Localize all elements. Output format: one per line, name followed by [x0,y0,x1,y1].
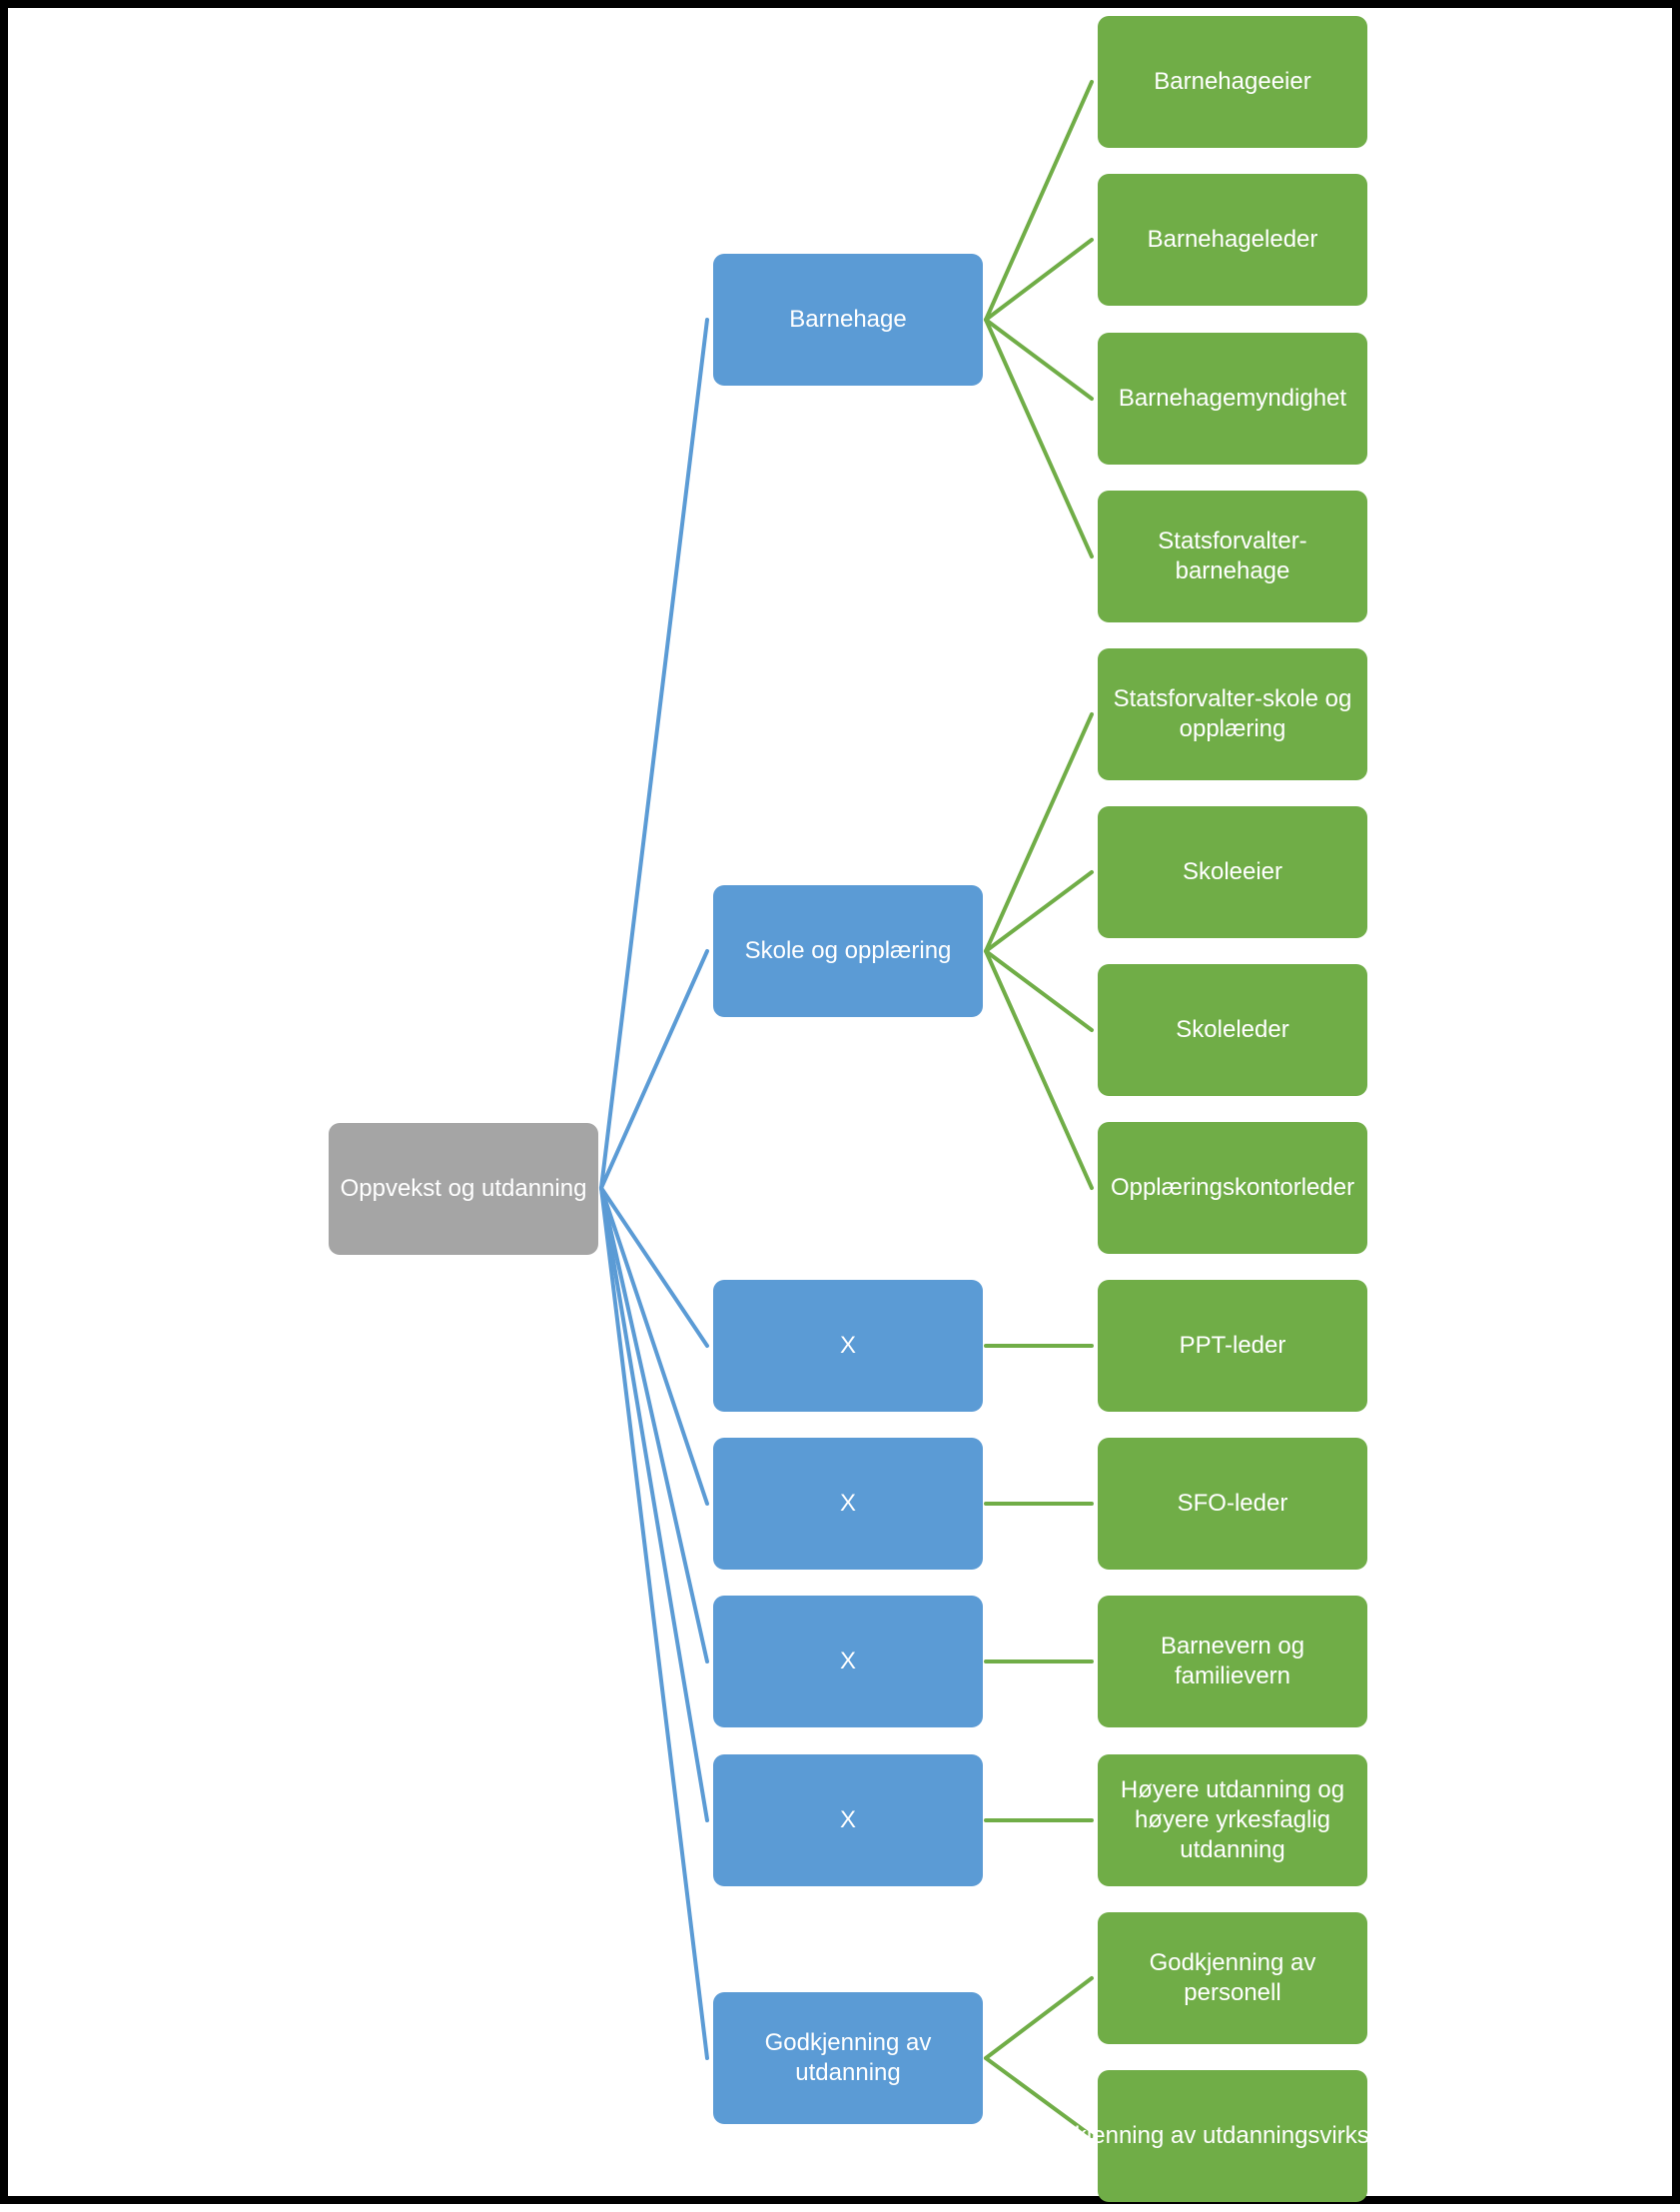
leaf-node: Statsforvalter- barnehage [1098,491,1367,622]
leaf-connector [984,1976,1094,2060]
leaf-node: PPT-leder [1098,1280,1367,1412]
leaf-node: Godkjenning av personell [1098,1912,1367,2044]
leaf-label: Godkjenning av personell [1149,1949,1316,2006]
leaf-connector [984,318,1094,401]
leaf-node: Barnehageeier [1098,16,1367,148]
leaf-connector [984,949,1094,1032]
branch-node-skole: Skole og opplæring [713,885,983,1017]
root-node: Oppvekst og utdanning [329,1123,598,1255]
branch-node-barnehage: Barnehage [713,254,983,386]
leaf-connector [984,318,1094,558]
leaf-label: SFO-leder [1177,1490,1288,1517]
leaf-node: Statsforvalter-skole og opplæring [1098,648,1367,780]
leaf-node: Høyere utdanning og høyere yrkesfaglig u… [1098,1754,1367,1886]
root-connector [599,318,709,1190]
branch-node-x: X [713,1280,983,1412]
branch-node-x: X [713,1754,983,1886]
leaf-label: Skoleeier [1182,858,1283,885]
leaf-label: Opplæringskontorleder [1110,1174,1355,1201]
branch-node-godkjenning: Godkjenning av utdanning [713,1992,983,2124]
branch-label: X [839,1490,856,1517]
leaf-connector [984,80,1094,322]
leaf-node: Godkjenning av utdanningsvirksomhet [1030,2070,1435,2202]
leaf-label: PPT-leder [1179,1332,1286,1359]
leaf-label: Statsforvalter-skole og opplæring [1113,685,1352,742]
root-connector [599,1186,709,1348]
leaf-label: Barnehagemyndighet [1118,385,1347,412]
branch-node-x: X [713,1596,983,1727]
root-connector [599,1186,709,1506]
leaf-node: Barnehagemyndighet [1098,333,1367,465]
branch-label: Skole og opplæring [744,937,952,964]
leaf-label: Statsforvalter- barnehage [1158,528,1307,584]
leaf-node: Barnehageleder [1098,174,1367,306]
branch-label: X [839,1806,856,1833]
leaf-connector [984,2056,1094,2138]
leaf-node: Barnevern og familievern [1098,1596,1367,1727]
root-connector [599,949,709,1190]
branch-label: Barnehage [789,306,907,333]
leaf-node: SFO-leder [1098,1438,1367,1570]
leaf-connector [984,949,1094,1190]
leaf-node: Skoleeier [1098,806,1367,938]
leaf-label: Skoleleder [1176,1016,1289,1043]
leaf-connector [984,238,1094,322]
leaf-connector [984,870,1094,953]
root-label: Oppvekst og utdanning [340,1175,587,1202]
leaf-label: Barnehageleder [1147,226,1318,253]
leaf-node: Opplæringskontorleder [1098,1122,1367,1254]
connector-layer [599,80,1094,2138]
leaf-node: Skoleleder [1098,964,1367,1096]
branch-label: Godkjenning av utdanning [764,2029,932,2086]
leaf-label: Godkjenning av utdanningsvirksomhet [1029,2122,1436,2149]
leaf-label: Høyere utdanning og høyere yrkesfaglig u… [1120,1776,1345,1863]
leaf-label: Barnehageeier [1154,68,1311,95]
branch-node-x: X [713,1438,983,1570]
leaf-label: Barnevern og familievern [1160,1633,1305,1689]
leaf-connector [984,712,1094,953]
branch-label: X [839,1648,856,1674]
root-connector [599,1186,709,2060]
root-connector [599,1186,709,1822]
root-connector [599,1186,709,1663]
branch-label: X [839,1332,856,1359]
